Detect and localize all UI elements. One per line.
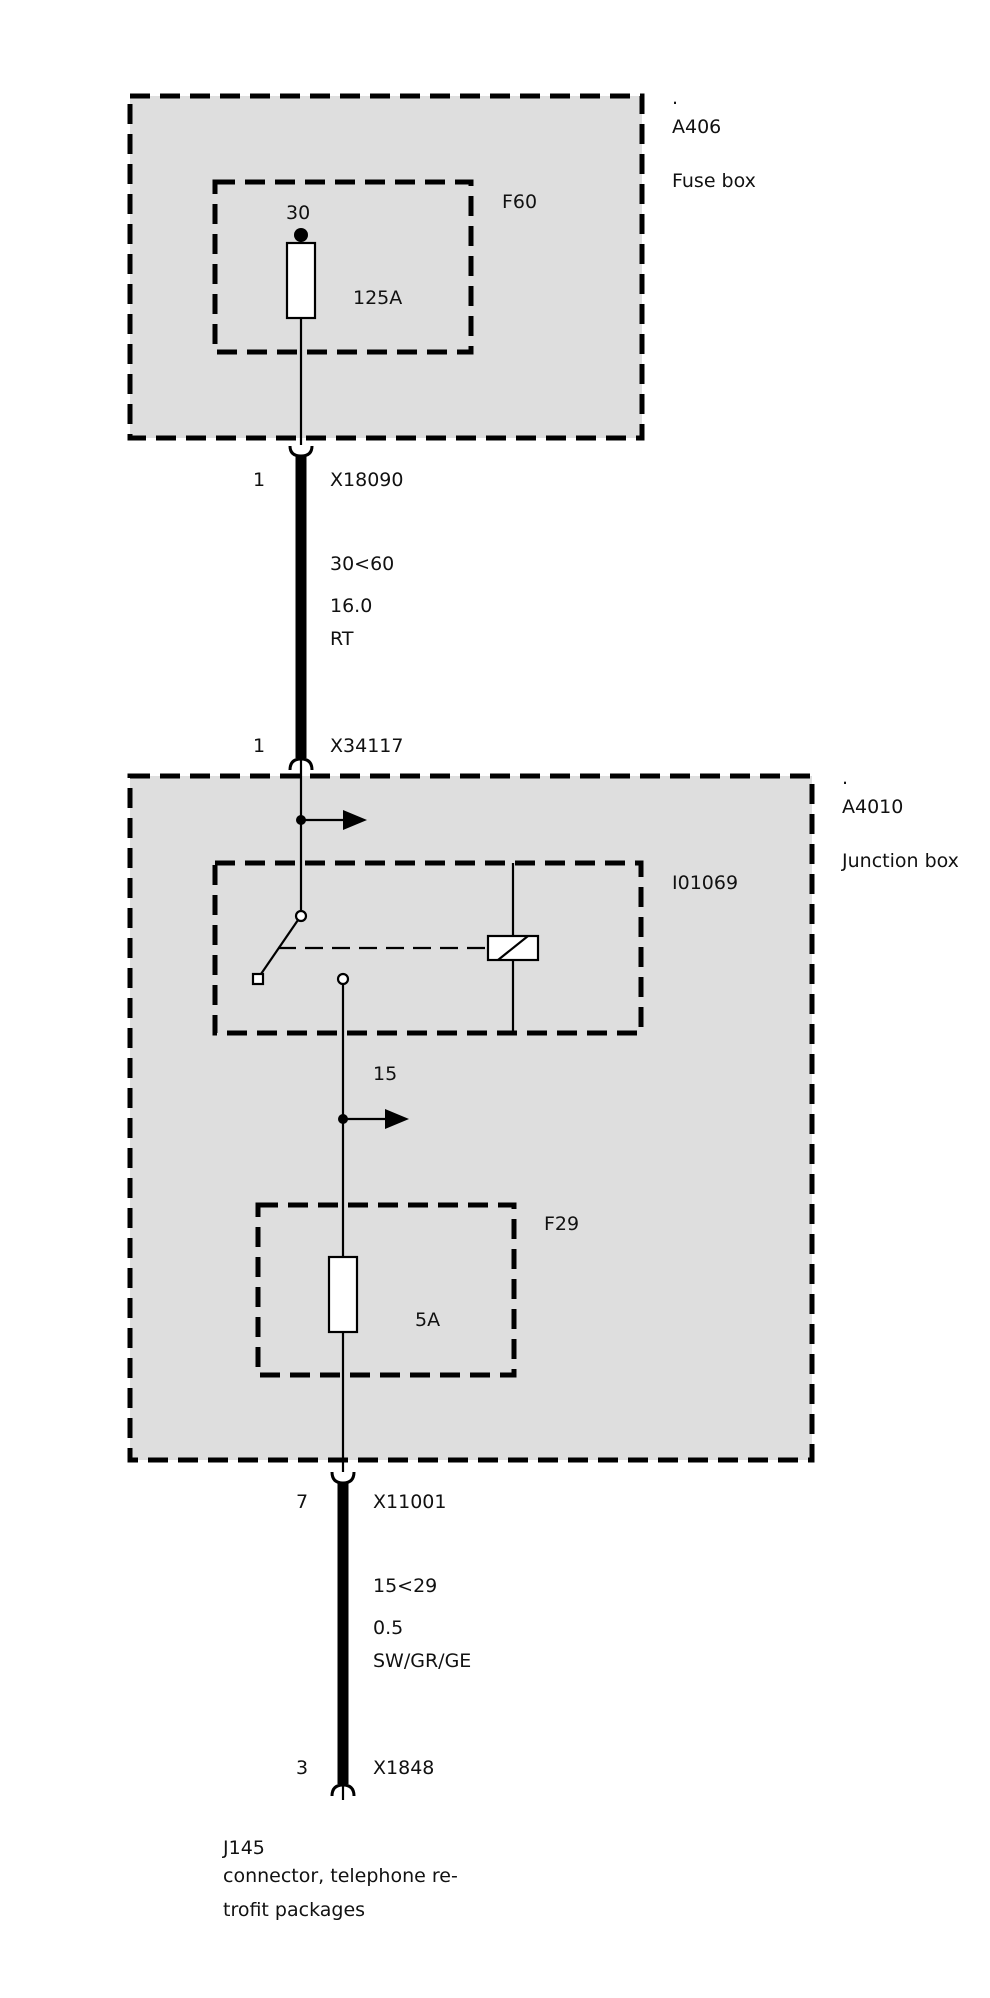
connector-x11001-symbol xyxy=(330,1471,356,1485)
connector-x11001-pin: 7 xyxy=(296,1491,308,1513)
connector-x18090-id: X18090 xyxy=(330,469,403,491)
connector-x18090-pin: 1 xyxy=(253,469,265,491)
branch-arrow-2-head xyxy=(385,1109,409,1129)
fuse-box-name: Fuse box xyxy=(672,170,756,192)
fuse-f29-rating: 5A xyxy=(415,1309,440,1331)
connector-x18090-symbol xyxy=(288,445,314,458)
junction-box-outline xyxy=(127,773,815,1463)
wire-2-circuit: 15<29 xyxy=(373,1575,437,1597)
connector-x34117-id: X34117 xyxy=(330,735,403,757)
relay-i01069-id: I01069 xyxy=(672,872,738,894)
destination-description-1: connector, telephone re- xyxy=(223,1865,458,1887)
relay-i01069-outline xyxy=(212,860,644,1036)
destination-description-2: trofit packages xyxy=(223,1899,365,1921)
connector-x34117-symbol xyxy=(288,757,314,771)
destination-id: J145 xyxy=(222,1837,265,1859)
fuse-f60-symbol xyxy=(285,241,317,320)
junction-box-id: A4010 xyxy=(842,796,903,818)
fuse-box-outline xyxy=(127,93,645,441)
connector-x1848-id: X1848 xyxy=(373,1757,434,1779)
fuse-f60-terminal: 30 xyxy=(286,202,310,224)
wire-1-cross-section: 16.0 xyxy=(330,595,372,617)
connector-x34117-pin: 1 xyxy=(253,735,265,757)
relay-nc-contact xyxy=(251,972,265,986)
wire-2-cross-section: 0.5 xyxy=(373,1617,403,1639)
relay-no-contact xyxy=(336,972,350,986)
connector-x1848-pin: 3 xyxy=(296,1757,308,1779)
fuse-f60-id: F60 xyxy=(502,191,537,213)
terminal-15-label: 15 xyxy=(373,1063,397,1085)
wire-1-color: RT xyxy=(330,628,354,650)
fuse-f29-outline xyxy=(255,1202,517,1378)
junction-box-dot: . xyxy=(842,767,848,789)
wire-2-color: SW/GR/GE xyxy=(373,1650,471,1672)
connector-x11001-id: X11001 xyxy=(373,1491,446,1513)
fuse-f29-symbol xyxy=(327,1255,359,1334)
relay-coil-diagonal xyxy=(497,935,529,961)
fuse-box-id: A406 xyxy=(672,116,721,138)
fuse-f60-rating: 125A xyxy=(353,287,402,309)
wire-1-circuit: 30<60 xyxy=(330,553,394,575)
fuse-box-dot: . xyxy=(672,87,678,109)
relay-common-contact xyxy=(294,909,308,923)
branch-arrow-1-head xyxy=(343,810,367,830)
fuse-f29-id: F29 xyxy=(544,1213,579,1235)
fuse-f60-outline xyxy=(212,179,474,355)
junction-box-name: Junction box xyxy=(841,850,959,872)
